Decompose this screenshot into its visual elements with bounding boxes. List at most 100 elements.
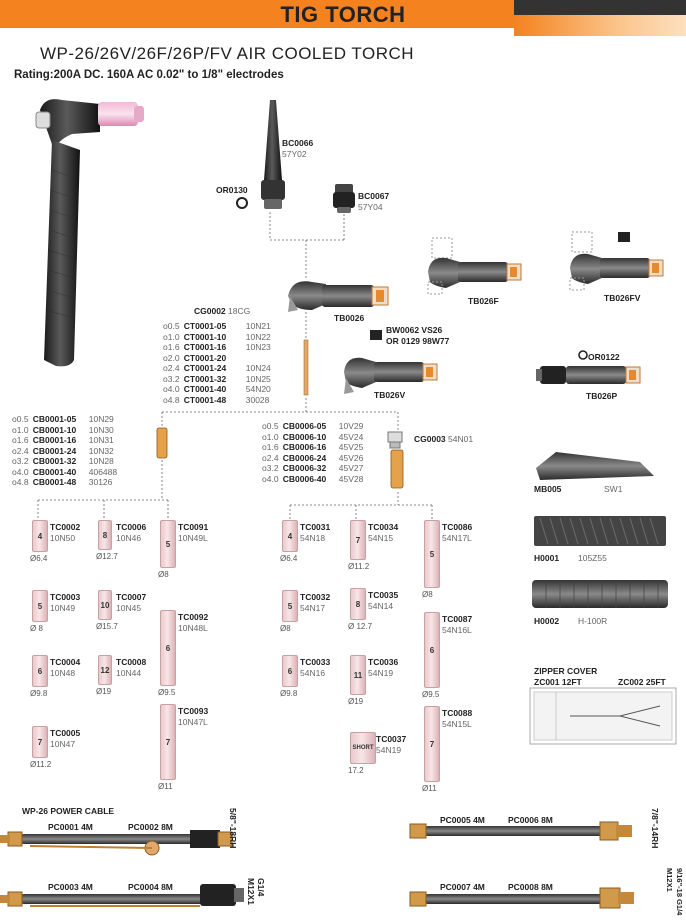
- collet-body-ref: 30126: [88, 477, 113, 487]
- ring-icon: o: [163, 394, 168, 405]
- cable-2-thread: G1/4 M12X1: [246, 878, 266, 905]
- nozzle-code: TC0005: [50, 728, 81, 738]
- gas-lens-ref: 45V26: [338, 452, 364, 463]
- nozzle-size-number: 6: [429, 645, 435, 655]
- collet-size: 4.8: [167, 394, 180, 405]
- nozzle-code: TC0035: [368, 590, 399, 600]
- nozzle-size-number: 4: [287, 531, 293, 541]
- ring-icon: o: [12, 477, 17, 487]
- cable-4-thread: 9/16"-18 G1/4 M12X1: [665, 868, 684, 916]
- nozzle-code: TC0033: [300, 657, 331, 667]
- nozzle-size-number: 7: [429, 739, 435, 749]
- nozzle-size-number: 8: [102, 530, 108, 540]
- nozzle-size-number: 12: [100, 665, 110, 675]
- gas-lens-size: 3.2: [266, 463, 279, 473]
- collet-body-ref: 10N32: [88, 445, 114, 456]
- collet-size: 1.6: [167, 342, 180, 352]
- nozzle-tc0003: 5: [32, 590, 48, 622]
- collet-ref: 10N21: [245, 321, 271, 331]
- collet-body-code: CB0001-05: [32, 414, 77, 424]
- gas-lens-ref: 45V27: [338, 463, 364, 473]
- nozzle-tc0008: 12: [98, 655, 112, 685]
- nozzle-ref: 54N19: [368, 668, 394, 678]
- backcap-short-ref: 57Y04: [358, 202, 383, 212]
- gas-lens-size: 2.4: [266, 452, 279, 463]
- bw-label-line1: BW0062 VS26: [386, 325, 443, 335]
- collet-size: 1.0: [167, 331, 180, 342]
- nozzle-size-number: 5: [165, 539, 171, 549]
- head-tb026fv-label: TB026FV: [604, 293, 641, 303]
- collet-body-ref: 10N31: [88, 435, 114, 445]
- nozzle-code: TC0002: [50, 522, 81, 532]
- nozzle-size-number: 7: [37, 737, 43, 747]
- nozzle-diameter: Ø8: [280, 624, 291, 633]
- cg0003-ref: 54N01: [448, 434, 474, 444]
- ring-icon: o: [163, 352, 168, 363]
- nozzle-diameter: Ø11.2: [30, 760, 52, 769]
- collet-ref: 10N25: [245, 373, 271, 384]
- nozzle-diameter: 17.2: [348, 766, 364, 775]
- cg0003-label: CG0003 54N01: [414, 434, 473, 445]
- nozzle-tc0032: 5: [282, 590, 298, 622]
- collet-code: CT0001-24: [183, 363, 227, 373]
- collet-body-size: 4.0: [16, 466, 29, 477]
- cable-1-code-a: PC0001 4M: [48, 822, 93, 832]
- nozzle-diameter: Ø8: [422, 590, 433, 599]
- nozzle-ref: 54N18: [300, 533, 326, 543]
- collet-size: 3.2: [167, 373, 180, 384]
- ring-icon: o: [12, 424, 17, 435]
- oring-or0122-label: OR0122: [588, 352, 620, 362]
- nozzle-diameter: Ø6.4: [30, 554, 48, 563]
- nozzle-code: TC0036: [368, 657, 399, 667]
- gas-lens-code: CB0006-16: [282, 442, 327, 452]
- head-tb0026-label: TB0026: [334, 313, 365, 323]
- h0001-code: H0001: [534, 553, 560, 563]
- oring-top-code: OR0130: [216, 185, 248, 195]
- nozzle-tc0093: 7: [160, 704, 176, 780]
- collet-body-code: CB0001-40: [32, 466, 77, 477]
- nozzle-ref: 10N48: [50, 668, 76, 678]
- torch-subtitle: WP-26/26V/26F/26P/FV AIR COOLED TORCH: [40, 44, 415, 63]
- ring-icon: o: [163, 331, 168, 342]
- ring-icon: o: [262, 421, 267, 431]
- nozzle-ref: 54N17: [300, 603, 326, 613]
- nozzle-code: TC0086: [442, 522, 473, 532]
- nozzle-tc0031: 4: [282, 520, 298, 552]
- nozzle-ref: 10N49: [50, 603, 76, 613]
- nozzle-diameter: Ø11.2: [348, 562, 370, 571]
- nozzle-size-number: 5: [287, 601, 293, 611]
- collet-size: 2.0: [167, 352, 180, 363]
- nozzle-ref: 54N14: [368, 601, 394, 611]
- ring-icon: o: [12, 435, 17, 445]
- nozzle-code: TC0093: [178, 706, 209, 716]
- nozzle-tc0036: 11: [350, 655, 366, 695]
- nozzle-size-number: 6: [287, 666, 293, 676]
- collet-body-code: CB0001-32: [32, 456, 77, 466]
- collet-code: CT0001-05: [183, 321, 227, 331]
- collet-code: CT0001-16: [183, 342, 227, 352]
- collet-body-ref: 406488: [88, 466, 118, 477]
- h0001-ref: 105Z55: [578, 553, 607, 563]
- mb005-ref: SW1: [604, 484, 623, 494]
- nozzle-tc0088: 7: [424, 706, 440, 782]
- header-gradient-band: [514, 15, 686, 36]
- nozzle-diameter: Ø9.8: [30, 689, 48, 698]
- nozzle-tc0004: 6: [32, 655, 48, 687]
- nozzle-diameter: Ø8: [158, 570, 169, 579]
- collet-body-ref: 10N28: [88, 456, 114, 466]
- nozzle-tc0006: 8: [98, 520, 112, 550]
- head-tb026p-label: TB026P: [586, 391, 618, 401]
- nozzle-tc0005: 7: [32, 726, 48, 758]
- nozzle-size-number: 5: [37, 601, 43, 611]
- header-bar: [0, 0, 686, 36]
- nozzle-tc0091: 5: [160, 520, 176, 568]
- h0002-ref: H-100R: [578, 616, 608, 626]
- ring-icon: o: [163, 321, 168, 331]
- cable-2-code-a: PC0003 4M: [48, 882, 93, 892]
